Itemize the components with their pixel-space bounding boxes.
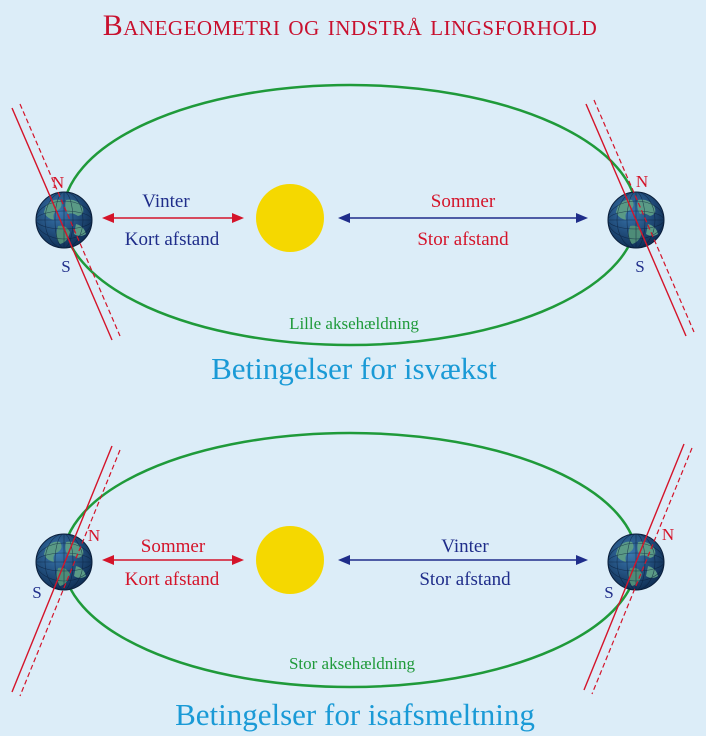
- orbit-normal: [19, 449, 121, 697]
- arrow-right: [338, 555, 588, 565]
- diagram-title: Banegeometri og indstrå lingsforhold: [103, 9, 598, 42]
- rotation-axis: [585, 103, 687, 337]
- right-label-bottom: Stor afstand: [417, 229, 509, 250]
- orbit-normal: [591, 447, 693, 695]
- orbit-normal: [19, 103, 121, 337]
- orbit-label: Stor aksehældning: [289, 654, 416, 673]
- left-label-top: Vinter: [142, 191, 190, 212]
- arrow-right: [338, 213, 588, 223]
- sun: [256, 184, 324, 252]
- north-pole-label: N: [662, 525, 674, 544]
- rotation-axis: [11, 445, 113, 693]
- south-pole-label: S: [61, 257, 70, 276]
- arrow-left: [102, 555, 244, 565]
- left-label-bottom: Kort afstand: [125, 229, 220, 250]
- south-pole-label: S: [604, 583, 613, 602]
- globe-icon: [35, 533, 93, 591]
- north-pole-label: N: [88, 526, 100, 545]
- rotation-axis: [583, 443, 685, 691]
- north-pole-label: N: [52, 173, 64, 192]
- panel-caption: Betingelser for isvækst: [211, 351, 497, 386]
- orbit-label: Lille aksehældning: [289, 314, 419, 333]
- earth-left: N S: [11, 445, 121, 697]
- earth-left: N S: [11, 103, 121, 341]
- south-pole-label: S: [32, 583, 41, 602]
- earth-right: N S: [583, 443, 693, 695]
- earth-right: N S: [585, 99, 695, 337]
- right-label-top: Vinter: [441, 536, 489, 557]
- panel-isvaekst: N S Vinter Kort afstand Sommer Stor afst…: [11, 83, 695, 386]
- north-pole-label: N: [636, 172, 648, 191]
- orbit-normal: [593, 99, 695, 333]
- arrow-left: [102, 213, 244, 223]
- panel-caption: Betingelser for isafsmeltning: [175, 697, 535, 732]
- south-pole-label: S: [635, 257, 644, 276]
- right-label-top: Sommer: [431, 191, 496, 212]
- globe-icon: [35, 191, 93, 249]
- panel-isafsmeltning: N S Sommer Kort afstand Vinter Stor afst…: [11, 431, 693, 732]
- rotation-axis: [11, 107, 113, 341]
- sun: [256, 526, 324, 594]
- left-label-top: Sommer: [141, 536, 206, 557]
- left-label-bottom: Kort afstand: [125, 569, 220, 590]
- right-label-bottom: Stor afstand: [419, 569, 511, 590]
